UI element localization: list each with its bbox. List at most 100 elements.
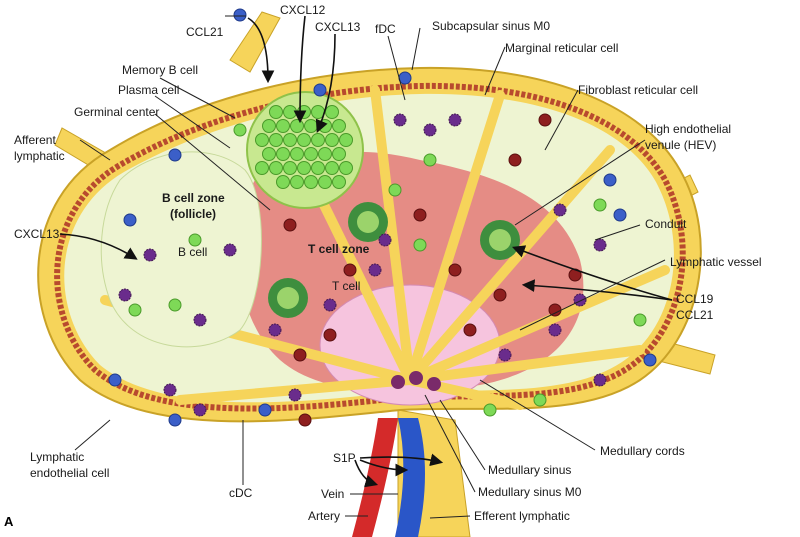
dendritic-cell — [268, 323, 282, 337]
label-cxcl13-left: CXCL13 — [14, 227, 60, 241]
germinal-b-cell — [262, 119, 276, 133]
label-medullary-cords: Medullary cords — [600, 444, 685, 458]
panel-letter: A — [4, 514, 14, 529]
macrophage — [258, 403, 272, 417]
labels: CCL21 CXCL12 CXCL13 fDC Subcapsular sinu… — [4, 3, 762, 529]
b-cell-follicle — [100, 151, 262, 348]
dendritic-cell — [393, 113, 407, 127]
germinal-b-cell — [318, 175, 332, 189]
label-efferent: Efferent lymphatic — [474, 509, 570, 523]
label-lymphatic-endo-1: Lymphatic — [30, 450, 84, 464]
germinal-b-cell — [269, 133, 283, 147]
germinal-b-cell — [325, 161, 339, 175]
label-ccl19: CCL19 — [676, 292, 714, 306]
dendritic-cell — [288, 388, 302, 402]
label-lymphatic-endo-2: endothelial cell — [30, 466, 109, 480]
label-subcapsular-sinus: Subcapsular sinus M0 — [432, 19, 550, 33]
medullary-sinus-macrophages — [391, 371, 441, 391]
b-cell — [413, 238, 427, 252]
dendritic-cell — [163, 383, 177, 397]
t-cell — [448, 263, 462, 277]
t-cell — [548, 303, 562, 317]
germinal-b-cell — [311, 133, 325, 147]
macrophage — [233, 8, 247, 22]
germinal-b-cell — [276, 147, 290, 161]
label-hev-1: High endothelial — [645, 122, 731, 136]
b-cell — [633, 313, 647, 327]
germinal-b-cell — [283, 105, 297, 119]
t-cell — [283, 218, 297, 232]
dendritic-cell — [193, 313, 207, 327]
germinal-b-cell — [255, 133, 269, 147]
hilum-vessels — [352, 409, 471, 537]
label-b-cell: B cell — [178, 245, 207, 259]
label-afferent-2: lymphatic — [14, 149, 65, 163]
germinal-b-cell — [283, 161, 297, 175]
macrophage — [168, 413, 182, 427]
label-germinal-center: Germinal center — [74, 105, 159, 119]
germinal-b-cell — [332, 147, 346, 161]
label-vein: Vein — [321, 487, 344, 501]
dendritic-cell — [548, 323, 562, 337]
label-b-zone-2: (follicle) — [170, 207, 216, 221]
label-cdc: cDC — [229, 486, 253, 500]
label-marginal-reticular: Marginal reticular cell — [505, 41, 618, 55]
dendritic-cell — [143, 248, 157, 262]
dendritic-cell — [423, 123, 437, 137]
dendritic-cell — [573, 293, 587, 307]
germinal-b-cell — [304, 119, 318, 133]
label-fibroblast-reticular: Fibroblast reticular cell — [578, 83, 698, 97]
b-cell — [533, 393, 547, 407]
germinal-b-cell — [339, 133, 353, 147]
dendritic-cell — [448, 113, 462, 127]
dendritic-cell — [323, 298, 337, 312]
macrophage — [398, 71, 412, 85]
label-b-zone-1: B cell zone — [162, 191, 225, 205]
germinal-b-cell — [304, 147, 318, 161]
dendritic-cell — [378, 233, 392, 247]
germinal-b-cell — [276, 175, 290, 189]
dendritic-cell — [553, 203, 567, 217]
label-t-zone: T cell zone — [308, 242, 370, 256]
b-cell — [188, 233, 202, 247]
label-hev-2: venule (HEV) — [645, 138, 716, 152]
germinal-b-cell — [339, 161, 353, 175]
germinal-b-cell — [283, 133, 297, 147]
label-cxcl13-top: CXCL13 — [315, 20, 361, 34]
b-cell — [388, 183, 402, 197]
macrophage — [603, 173, 617, 187]
dendritic-cell — [223, 243, 237, 257]
dendritic-cell — [593, 373, 607, 387]
germinal-b-cell — [276, 119, 290, 133]
macrophage — [613, 208, 627, 222]
label-lymphatic-vessel: Lymphatic vessel — [670, 255, 762, 269]
label-conduit: Conduit — [645, 217, 687, 231]
dendritic-cell — [498, 348, 512, 362]
germinal-b-cell — [325, 105, 339, 119]
b-cell — [483, 403, 497, 417]
germinal-b-cell — [269, 105, 283, 119]
t-cell — [298, 413, 312, 427]
germinal-center-cells — [255, 105, 353, 189]
t-cell — [413, 208, 427, 222]
t-cell — [323, 328, 337, 342]
macrophage — [123, 213, 137, 227]
germinal-b-cell — [269, 161, 283, 175]
endothelial-lining — [54, 82, 686, 412]
macrophage — [168, 148, 182, 162]
macrophage — [643, 353, 657, 367]
label-ccl21-right: CCL21 — [676, 308, 714, 322]
hev-top — [348, 202, 388, 242]
b-cell — [128, 303, 142, 317]
germinal-b-cell — [255, 161, 269, 175]
t-cell — [508, 153, 522, 167]
label-plasma-cell: Plasma cell — [118, 83, 179, 97]
vein-vessel — [395, 418, 425, 537]
artery-vessel — [352, 418, 398, 537]
germinal-b-cell — [332, 175, 346, 189]
germinal-b-cell — [262, 147, 276, 161]
leader-lines — [59, 15, 673, 519]
macrophage — [108, 373, 122, 387]
